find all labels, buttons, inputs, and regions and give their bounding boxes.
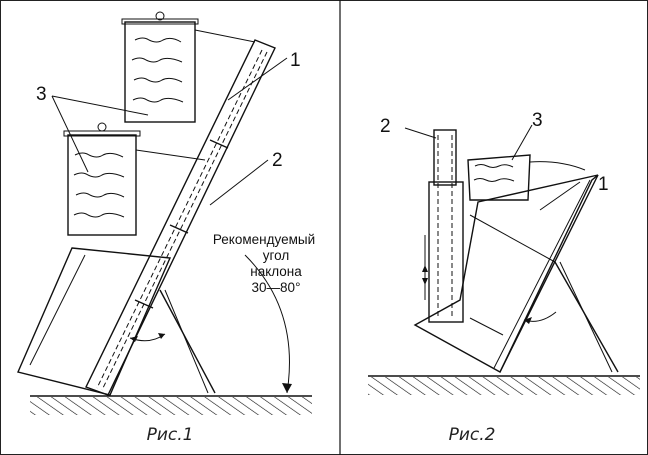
caption-fig2: Рис.2 — [449, 425, 496, 445]
caption-fig1: Рис.1 — [147, 425, 194, 445]
figure-1: 1 2 3 Рекомендуемый угол наклона 30—80° … — [17, 11, 315, 445]
inclined-tube — [85, 39, 276, 396]
fig1-label-3: 3 — [36, 84, 47, 105]
annotation-line-2: угол — [263, 248, 289, 263]
fig2-leader-2 — [404, 127, 437, 139]
leader-3b — [51, 95, 89, 173]
fig2-leader-3 — [511, 124, 533, 161]
ground-hatching-2 — [368, 377, 640, 395]
annotation-line-3: наклона — [250, 264, 302, 279]
vertical-pipe — [422, 129, 464, 323]
figure-2: 1 2 3 Рис.2 — [368, 110, 640, 445]
leader-3a — [51, 95, 149, 116]
fig2-leader-1 — [539, 181, 581, 211]
fig1-label-2: 2 — [272, 150, 283, 171]
lower-bucket — [63, 122, 206, 236]
leader-2 — [209, 159, 269, 206]
fig2-label-2: 2 — [380, 116, 391, 137]
ground-hatching — [30, 397, 312, 415]
bottom-container — [17, 247, 172, 396]
upper-bucket — [121, 11, 256, 123]
fig1-label-1: 1 — [290, 50, 301, 71]
small-bucket — [467, 154, 586, 201]
annotation-line-1: Рекомендуемый — [213, 232, 315, 247]
angle-arc-large — [244, 254, 290, 394]
leader-1 — [227, 57, 288, 101]
annotation-line-4: 30—80° — [252, 280, 301, 295]
tray-body — [413, 174, 599, 373]
fig2-label-3: 3 — [532, 110, 543, 131]
fig2-label-1: 1 — [598, 174, 609, 195]
support-leg — [159, 289, 216, 394]
